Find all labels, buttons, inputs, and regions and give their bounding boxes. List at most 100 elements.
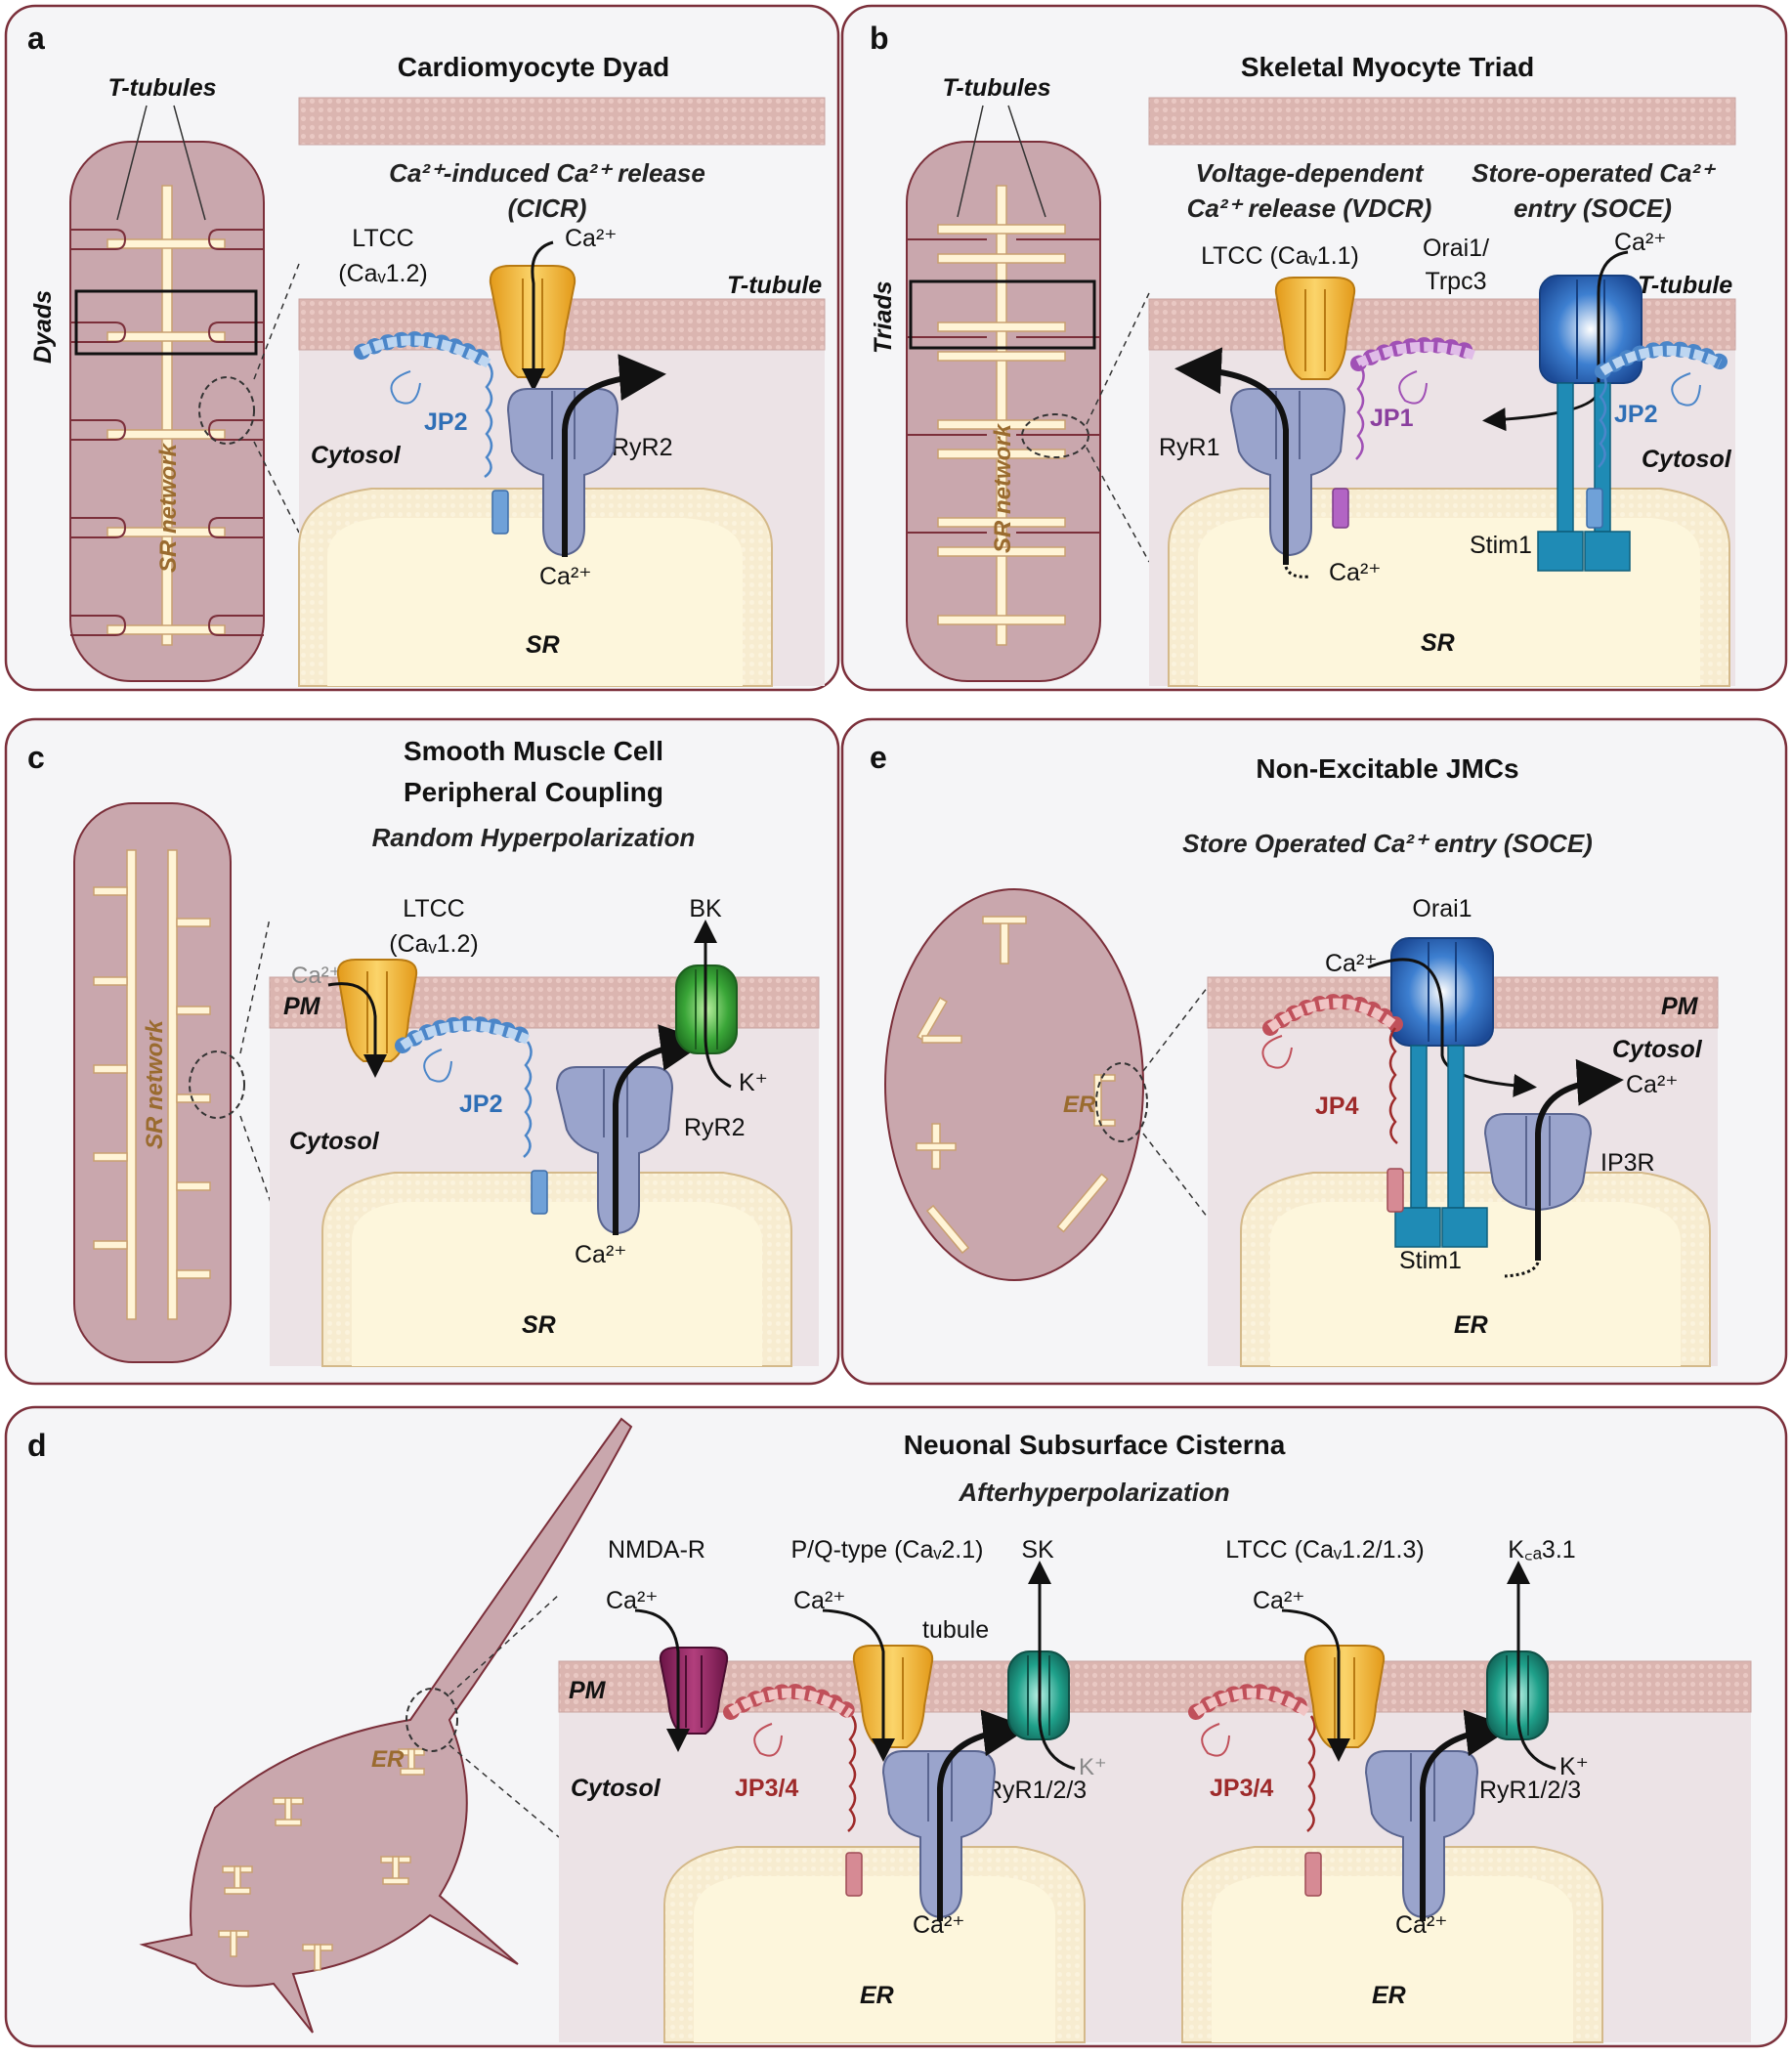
sr-lumen-c bbox=[352, 1202, 762, 1366]
jp1-label: JP1 bbox=[1370, 405, 1414, 432]
ca-release-arrow-d-right bbox=[1420, 1709, 1513, 1921]
pm-label-e: PM bbox=[1661, 993, 1699, 1020]
ca-top-a: Ca²⁺ bbox=[565, 225, 617, 252]
kca-label: K꜀ₐ3.1 bbox=[1508, 1536, 1575, 1564]
pointer-line bbox=[1142, 1133, 1209, 1219]
zoom-circle-e bbox=[1095, 1062, 1148, 1142]
sr-network-label-c: SR network bbox=[142, 1018, 168, 1149]
ryr1-label: RyR1 bbox=[1159, 434, 1220, 461]
ca-bottom-b: Ca²⁺ bbox=[1329, 559, 1381, 586]
ca-influx-arrow-pq bbox=[822, 1608, 895, 1762]
panel-a-title: Cardiomyocyte Dyad bbox=[398, 52, 670, 82]
soce-line2: entry (SOCE) bbox=[1514, 193, 1672, 223]
jp2-label-c: JP2 bbox=[459, 1091, 502, 1118]
pointer-line bbox=[1142, 986, 1209, 1072]
k-efflux-arrow-kca bbox=[1507, 1561, 1557, 1771]
vdcr-line1: Voltage-dependent bbox=[1195, 158, 1424, 188]
k-efflux-arrow-c bbox=[694, 920, 732, 1089]
sk-label: SK bbox=[1021, 1536, 1054, 1564]
cytosol-label-b: Cytosol bbox=[1642, 446, 1732, 473]
panel-d: d Neuonal Subsurface Cisterna Afterhyper… bbox=[4, 1405, 1788, 2048]
k-efflux-arrow-sk bbox=[1028, 1561, 1076, 1771]
zoom-circle-a bbox=[198, 376, 255, 445]
ltcc-channel-d bbox=[1303, 1645, 1386, 1748]
ca-flow-dash bbox=[1504, 1262, 1540, 1278]
ca-top-d-2: Ca²⁺ bbox=[793, 1587, 845, 1614]
tubule-label-d: tubule bbox=[922, 1616, 989, 1644]
er-label-d-left: ER bbox=[860, 1982, 894, 2009]
jp34-protein-left bbox=[723, 1684, 863, 1897]
pq-type-label: P/Q-type (Caᵥ2.1) bbox=[791, 1536, 984, 1564]
jp2-protein-a bbox=[354, 331, 509, 535]
sr-lumen-a bbox=[327, 518, 743, 686]
jp4-protein-e bbox=[1261, 993, 1404, 1213]
ca-top-b: Ca²⁺ bbox=[1614, 229, 1666, 256]
bk-label: BK bbox=[689, 895, 722, 922]
ca-release-arrow-c bbox=[613, 1024, 707, 1235]
ca-release-arrow-d-left bbox=[937, 1709, 1030, 1921]
pointer-line bbox=[957, 105, 984, 218]
neuron-cell bbox=[139, 1417, 633, 2034]
ca-influx-arrow-a bbox=[522, 240, 554, 392]
sr-network-a bbox=[107, 185, 226, 646]
panel-b-letter: b bbox=[870, 21, 889, 56]
pointer-line bbox=[1007, 105, 1046, 218]
ca-top-d-3: Ca²⁺ bbox=[1253, 1587, 1304, 1614]
non-excitable-cell bbox=[884, 888, 1144, 1281]
zoom-circle-c bbox=[189, 1050, 245, 1119]
pointer-line bbox=[173, 105, 206, 221]
nmda-label: NMDA-R bbox=[608, 1536, 705, 1564]
k-label-c: K⁺ bbox=[739, 1069, 768, 1096]
panel-b: b Skeletal Myocyte Triad T-tubules Triad… bbox=[840, 4, 1788, 692]
ryr2-label-a: RyR2 bbox=[612, 434, 673, 461]
ca-release-arrow-e bbox=[1535, 1058, 1624, 1261]
k-label-d-2: K⁺ bbox=[1559, 1753, 1589, 1780]
t-tubule-lines-a bbox=[70, 229, 264, 636]
stim1-label-e: Stim1 bbox=[1399, 1247, 1462, 1274]
zoom-circle-b bbox=[1021, 413, 1089, 458]
panel-a: a Cardiomyocyte Dyad T-tubules bbox=[4, 4, 840, 692]
sr-network-label-a: SR network bbox=[155, 442, 182, 573]
er-label-e: ER bbox=[1454, 1311, 1488, 1339]
panel-c: c Smooth Muscle Cell Peripheral Coupling… bbox=[4, 717, 840, 1386]
ltcc-channel-c bbox=[336, 959, 418, 1062]
sr-label-b: SR bbox=[1421, 629, 1455, 657]
panel-c-title-2: Peripheral Coupling bbox=[404, 777, 663, 807]
jp2-label-a: JP2 bbox=[424, 408, 467, 436]
zoom-circle-d bbox=[405, 1688, 458, 1752]
pm-label-d: PM bbox=[569, 1677, 607, 1704]
soce-arrow-e bbox=[1367, 958, 1537, 1097]
ca-flow-dash bbox=[1284, 566, 1310, 579]
t-tubules-label-a: T-tubules bbox=[107, 74, 216, 102]
er-label-d-right: ER bbox=[1372, 1982, 1406, 2009]
panel-d-letter: d bbox=[27, 1428, 47, 1463]
pm-label-c: PM bbox=[283, 993, 321, 1020]
ltcc-label-b: LTCC (Caᵥ1.1) bbox=[1201, 242, 1359, 270]
er-lumen-d-left bbox=[694, 1876, 1055, 2042]
k-label-d-1: K⁺ bbox=[1079, 1754, 1107, 1780]
cicr-line2: (CICR) bbox=[508, 193, 587, 223]
er-lumen-e bbox=[1270, 1202, 1681, 1366]
pointer-line bbox=[116, 105, 148, 221]
panel-e: e Non-Excitable JMCs Store Operated Ca²⁺… bbox=[840, 717, 1788, 1386]
ca-release-arrow-a bbox=[562, 354, 666, 557]
t-tubule-label-b: T-tubule bbox=[1638, 272, 1732, 299]
stim1-protein-e bbox=[1394, 1045, 1488, 1248]
panel-e-title: Non-Excitable JMCs bbox=[1256, 753, 1518, 784]
pointer-line bbox=[239, 918, 271, 1054]
t-tubule-label-a: T-tubule bbox=[727, 272, 822, 299]
jp2-label-b: JP2 bbox=[1614, 401, 1657, 428]
jp34-label-left: JP3/4 bbox=[735, 1775, 798, 1802]
cicr-line1: Ca²⁺-induced Ca²⁺ release bbox=[389, 158, 705, 188]
jp34-label-right: JP3/4 bbox=[1210, 1775, 1273, 1802]
pointer-line bbox=[448, 1744, 560, 1838]
ltcc-label-c-2: (Caᵥ1.2) bbox=[389, 930, 478, 958]
ltcc-label-a-1: LTCC bbox=[352, 225, 413, 252]
panel-c-title-1: Smooth Muscle Cell bbox=[404, 736, 663, 766]
t-tubule-lines-b bbox=[907, 238, 1100, 534]
ltcc-label-d: LTCC (Caᵥ1.2/1.3) bbox=[1225, 1536, 1424, 1564]
ca-influx-arrow-c bbox=[327, 982, 387, 1078]
triad-box bbox=[909, 279, 1096, 350]
membrane-top-b bbox=[1148, 97, 1736, 146]
